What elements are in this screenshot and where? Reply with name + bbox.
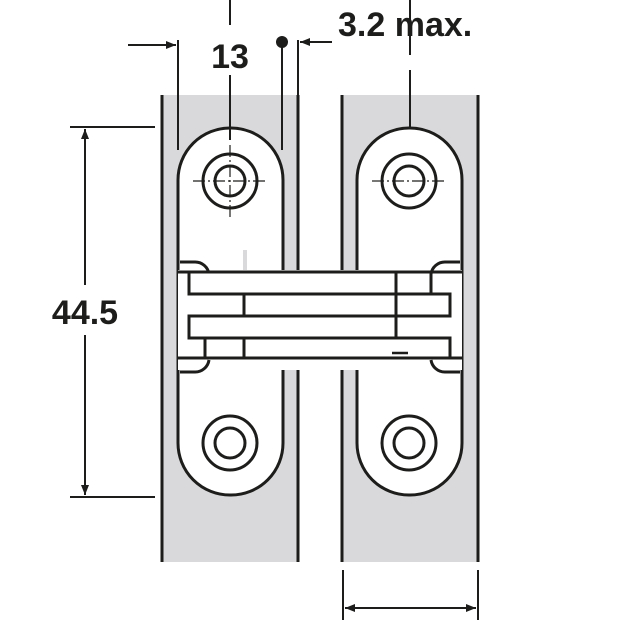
reference-dot (276, 36, 288, 48)
screw-hole-icon (372, 152, 446, 210)
screw-hole-icon (201, 414, 259, 472)
hinge-mechanism (178, 250, 462, 374)
width-dimension-label: 13 (211, 38, 249, 76)
screw-hole-icon (380, 414, 438, 472)
dimension-lines (70, 0, 479, 620)
gap-dimension-label: 3.2 max. (338, 6, 472, 44)
height-dimension-label: 44.5 (52, 294, 118, 332)
screw-hole-icon (193, 145, 267, 218)
